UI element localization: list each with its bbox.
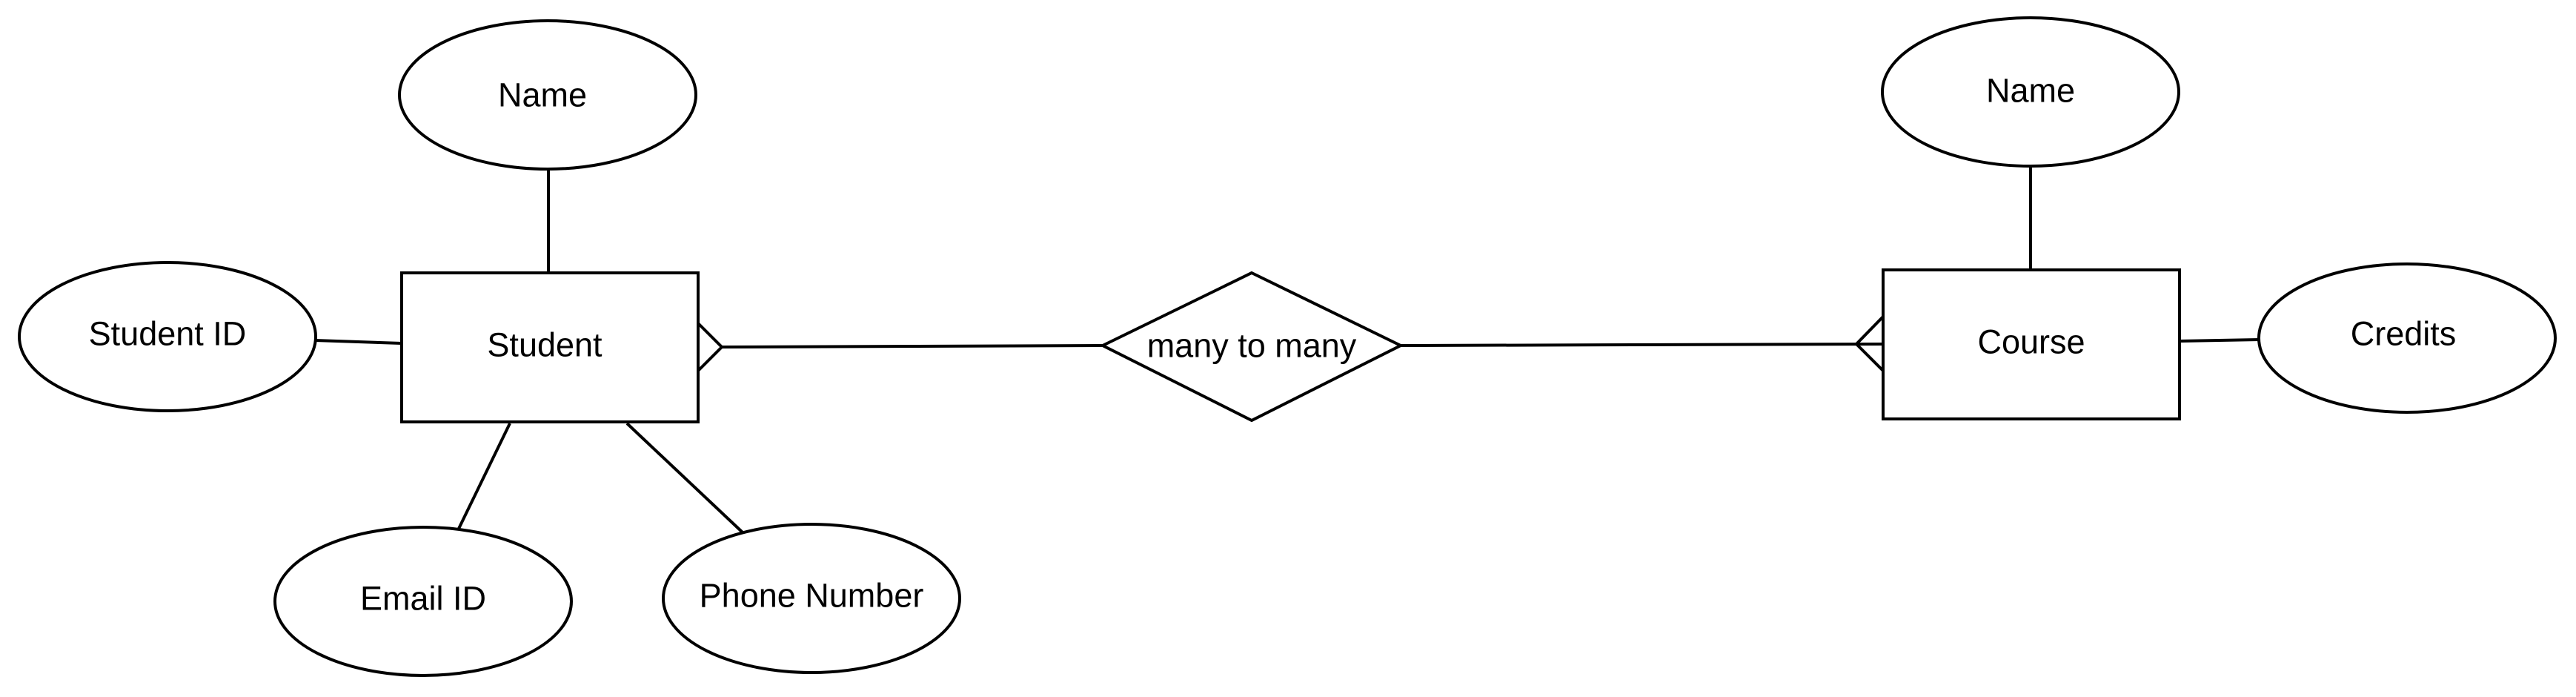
- relationship-diamond: many to many: [1099, 271, 1404, 423]
- attribute-label: Email ID: [360, 580, 486, 618]
- relationship-label: many to many: [1147, 327, 1357, 365]
- attribute-label: Student ID: [89, 315, 247, 353]
- attribute-email-id: Email ID: [273, 526, 573, 677]
- attribute-label: Name: [498, 76, 587, 114]
- attribute-label: Credits: [2351, 315, 2457, 353]
- attribute-credits: Credits: [2257, 262, 2557, 414]
- attribute-phone-number: Phone Number: [662, 523, 961, 674]
- connector-student-id: [314, 339, 402, 345]
- attribute-course-name: Name: [1881, 16, 2180, 168]
- entity-label: Student: [487, 326, 602, 364]
- connector-student-relationship: [721, 344, 1103, 348]
- connector-phone-number: [625, 422, 744, 534]
- connector-relationship-course: [1400, 343, 1884, 347]
- connector-email-id: [457, 423, 511, 531]
- attribute-label: Phone Number: [700, 577, 924, 615]
- entity-label: Course: [1977, 323, 2085, 361]
- attribute-student-name: Name: [398, 19, 697, 171]
- crows-foot-student: [696, 321, 724, 373]
- connectors: [314, 166, 2261, 534]
- entity-student: Student: [400, 271, 700, 423]
- crows-foot-course: [1854, 315, 1885, 372]
- connector-credits: [2179, 338, 2261, 343]
- attribute-label: Name: [1986, 72, 2075, 110]
- attribute-student-id: Student ID: [18, 261, 317, 412]
- entity-course: Course: [1882, 268, 2181, 420]
